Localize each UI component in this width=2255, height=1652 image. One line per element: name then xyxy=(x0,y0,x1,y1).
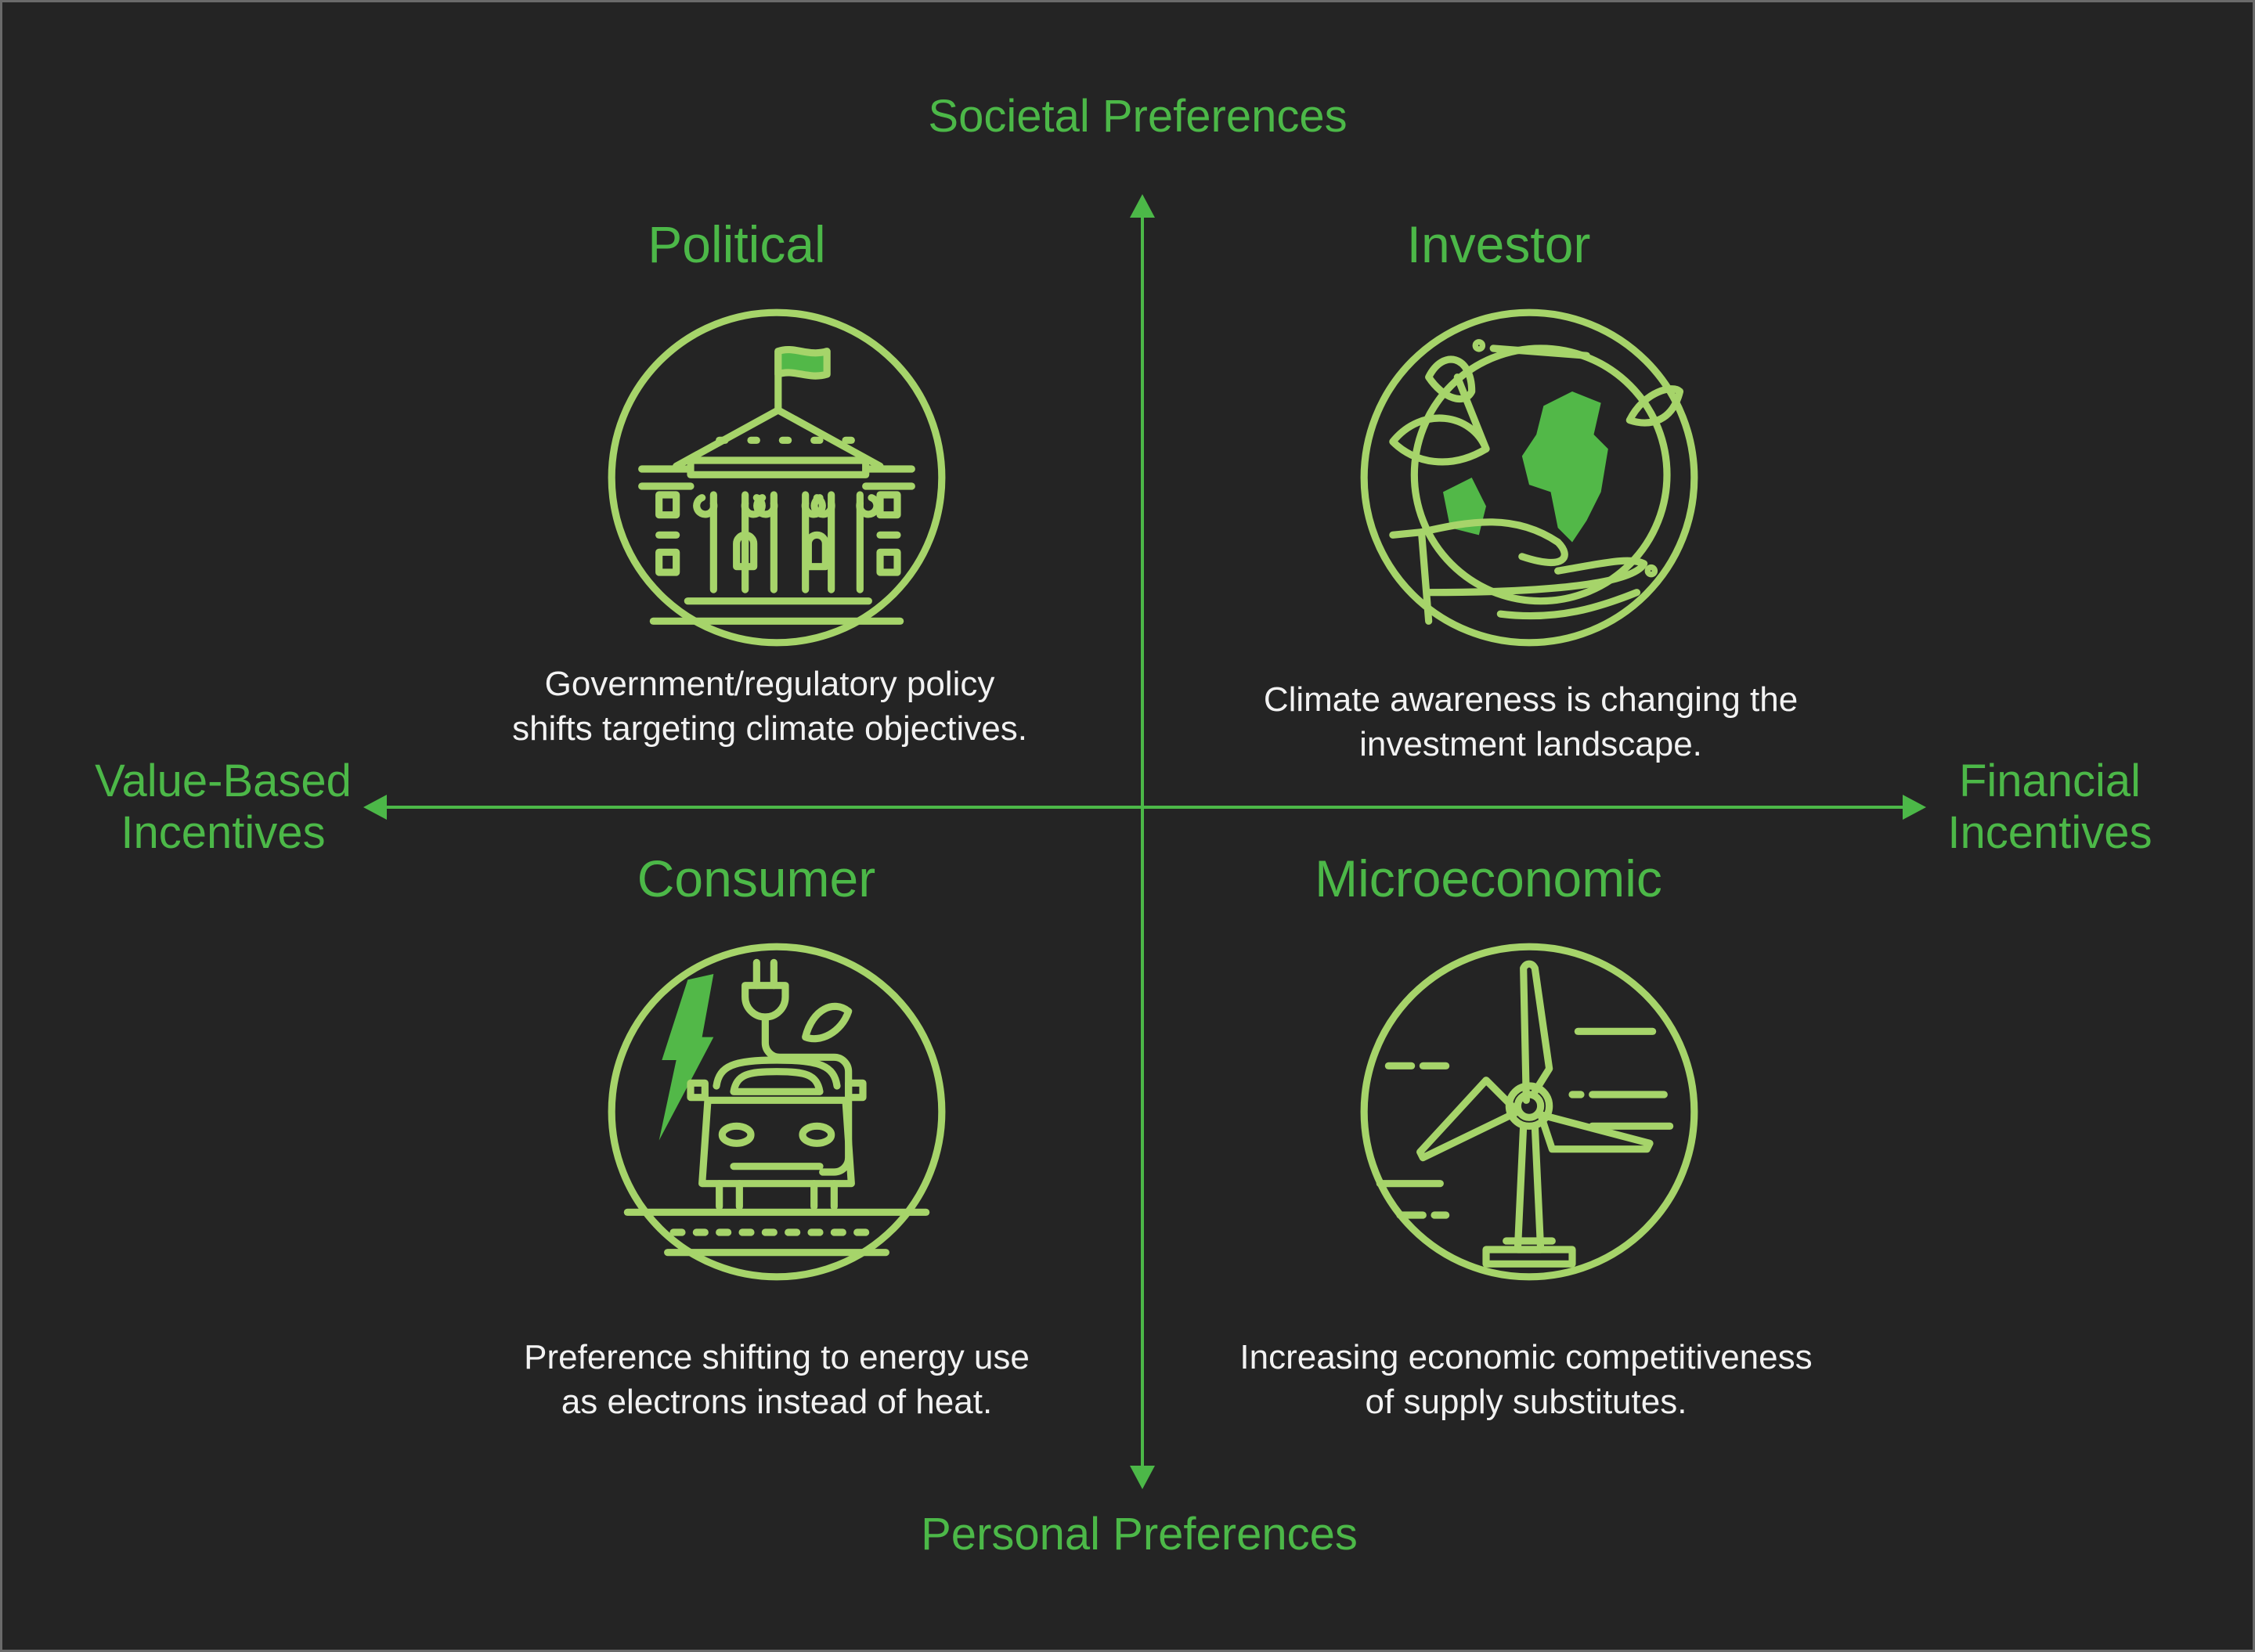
description-line: Climate awareness is changing the xyxy=(1263,680,1799,719)
description-line: of supply substitutes. xyxy=(1365,1383,1687,1421)
axis-label-left-line: Incentives xyxy=(121,807,326,858)
description-line: Preference shifting to energy use xyxy=(524,1338,1030,1376)
quadrant-description-investor: Climate awareness is changing the invest… xyxy=(1264,677,1798,766)
description-line: as electrons instead of heat. xyxy=(561,1383,993,1421)
electric-car-icon xyxy=(608,943,946,1281)
axis-label-top: Societal Preferences xyxy=(928,91,1348,142)
description-line: shifts targeting climate objectives. xyxy=(512,709,1027,748)
quadrant-title-investor: Investor xyxy=(1406,215,1591,273)
quadrant-title-consumer: Consumer xyxy=(637,849,876,907)
quadrant-description-political: Government/regulatory policy shifts targ… xyxy=(512,662,1027,751)
axis-label-left: Value-Based Incentives xyxy=(95,756,352,859)
axis-label-right-line: Financial xyxy=(1958,756,2141,806)
arrow-right-icon xyxy=(1903,795,1926,820)
quadrant-description-consumer: Preference shifting to energy use as ele… xyxy=(524,1335,1030,1424)
axis-label-bottom: Personal Preferences xyxy=(921,1509,1358,1560)
hand-holding-globe-icon xyxy=(1360,308,1698,647)
description-line: investment landscape. xyxy=(1359,725,1702,763)
description-line: Government/regulatory policy xyxy=(544,665,995,703)
quadrant-title-microeconomic: Microeconomic xyxy=(1315,849,1662,907)
quadrant-title-political: Political xyxy=(648,215,826,273)
axis-label-right: Financial Incentives xyxy=(1947,756,2152,859)
description-line: Increasing economic competitiveness xyxy=(1239,1338,1813,1376)
arrow-left-icon xyxy=(363,795,387,820)
arrow-up-icon xyxy=(1130,194,1155,218)
quadrant-description-microeconomic: Increasing economic competitiveness of s… xyxy=(1239,1335,1812,1424)
government-building-icon xyxy=(608,308,946,647)
wind-turbine-icon xyxy=(1360,943,1698,1281)
axis-label-left-line: Value-Based xyxy=(95,756,352,806)
arrow-down-icon xyxy=(1130,1466,1155,1489)
axis-label-right-line: Incentives xyxy=(1947,807,2152,858)
